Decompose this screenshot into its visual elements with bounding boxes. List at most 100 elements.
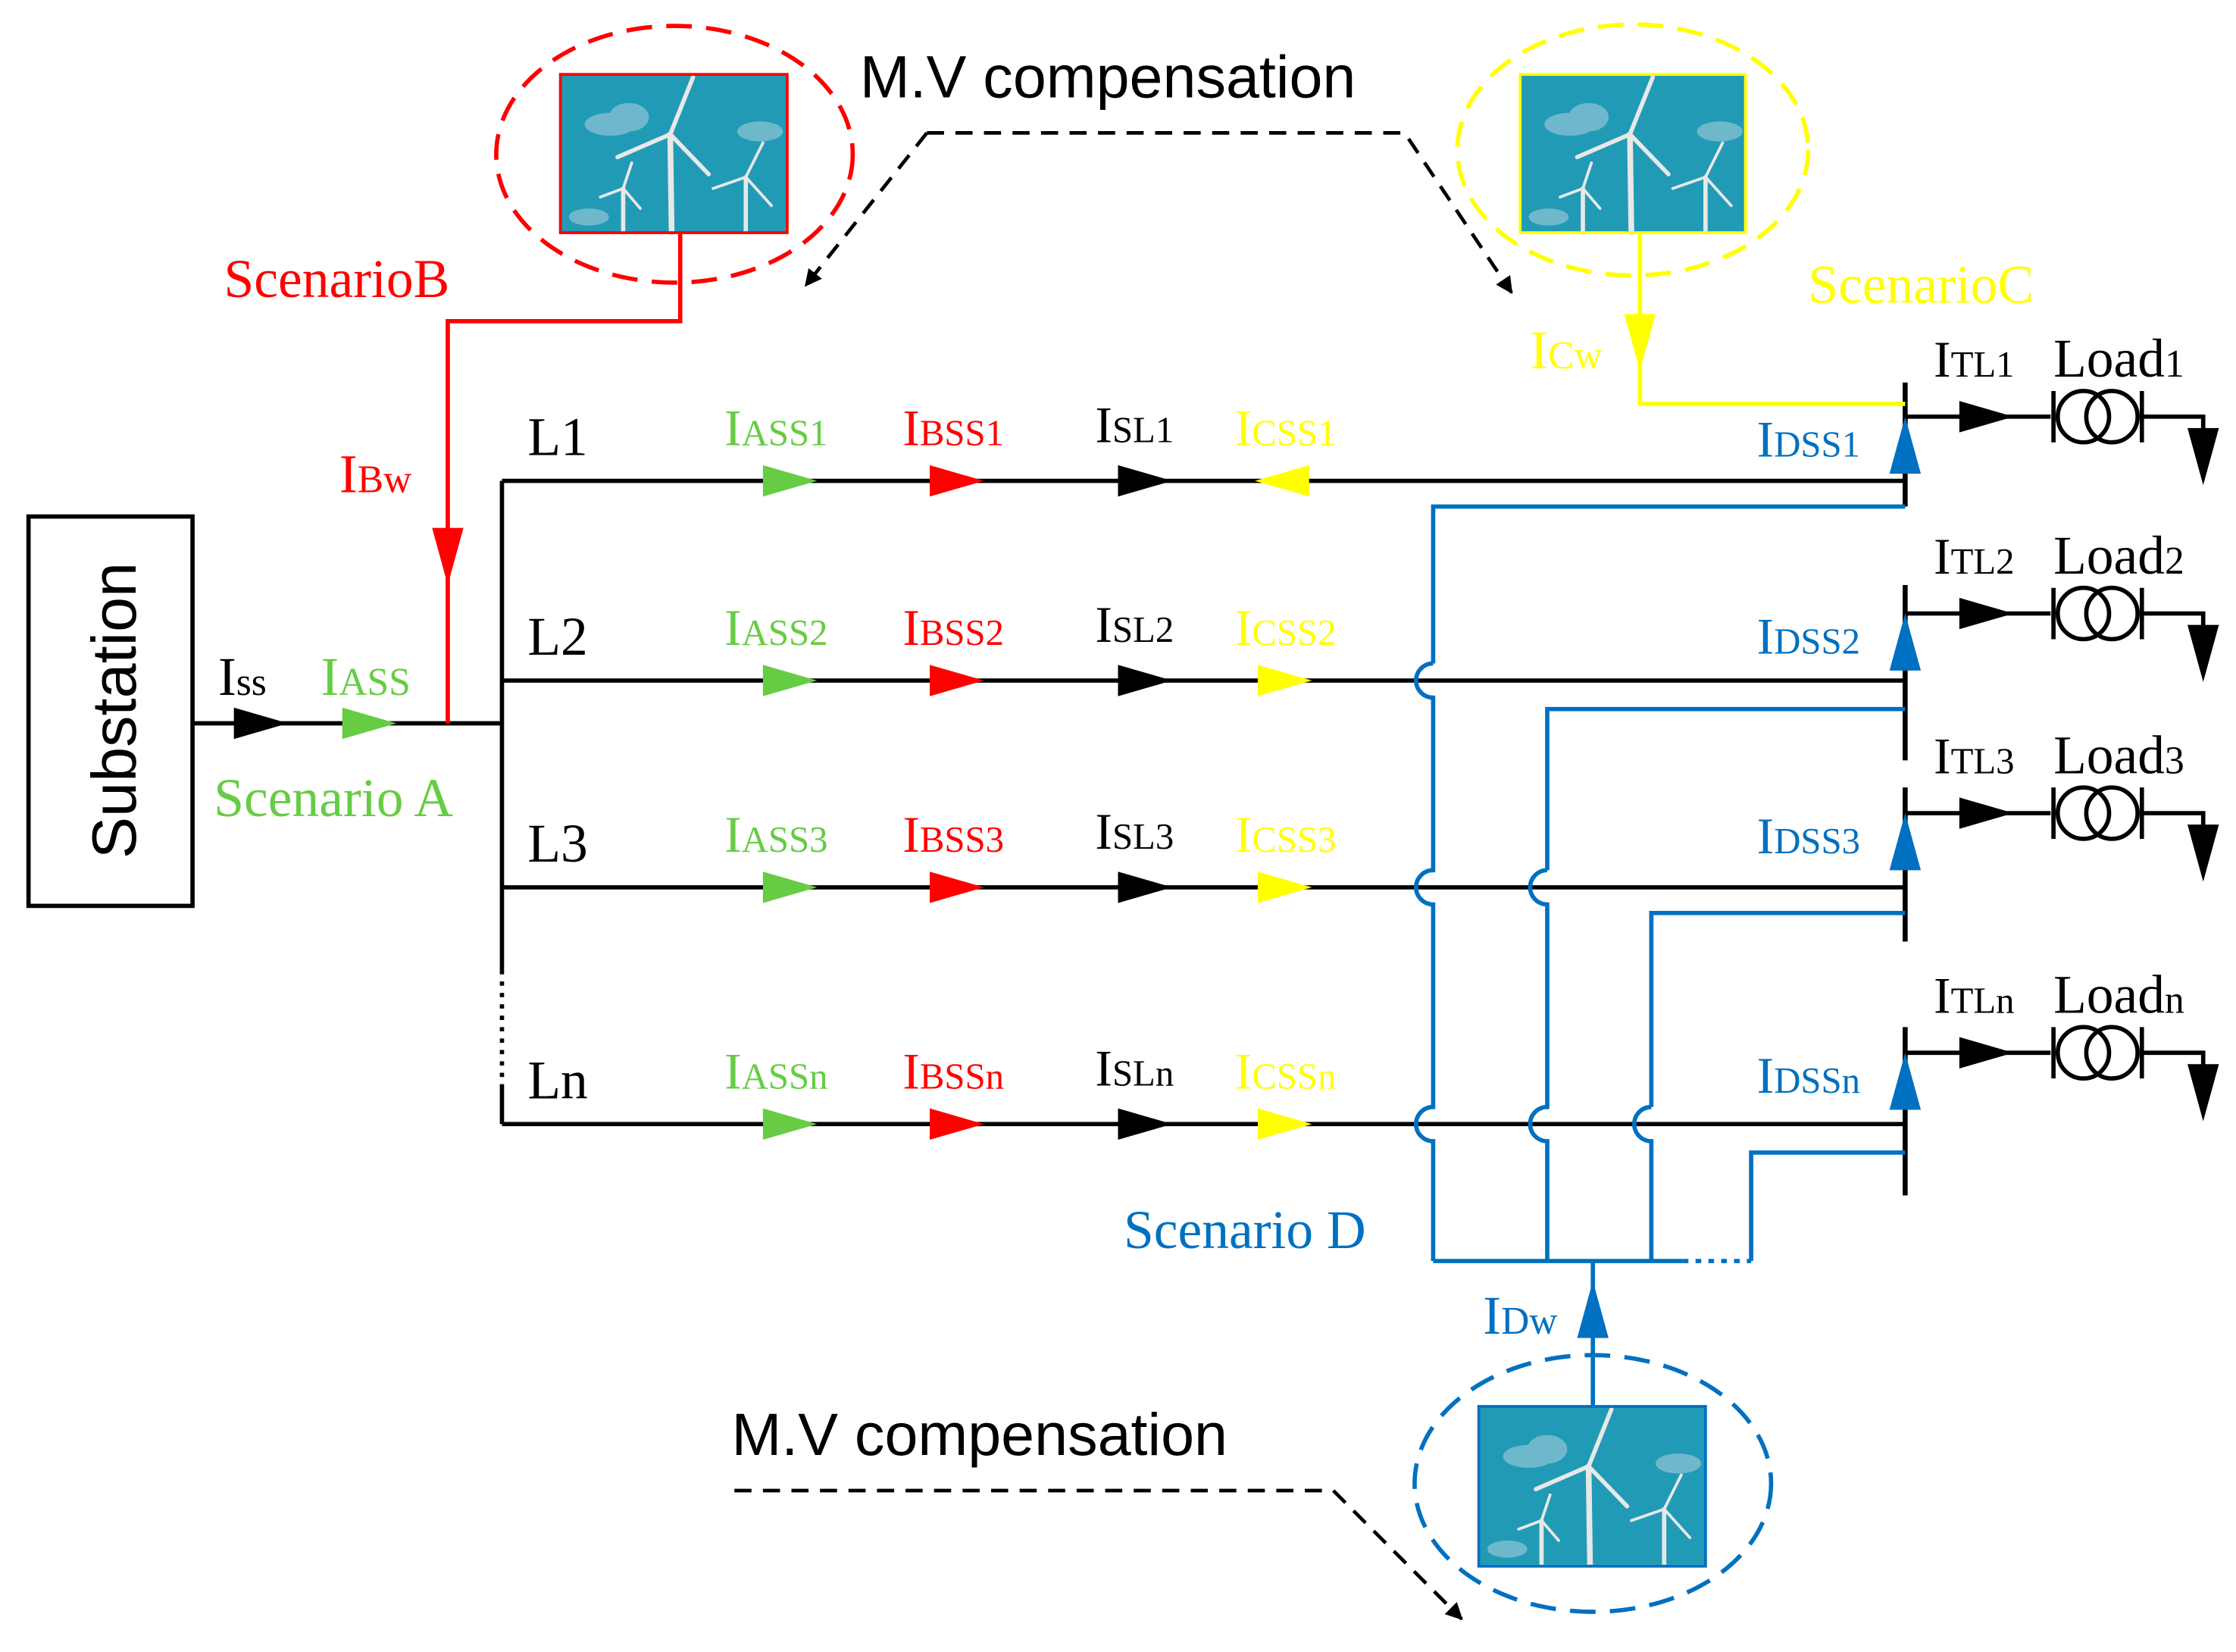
- scenario-d-label: Scenario D: [1124, 1200, 1366, 1260]
- icss-line-arrow-icon: [1255, 465, 1309, 497]
- load-label: Loadn: [2053, 965, 2184, 1025]
- transformer-icon: [2084, 1025, 2140, 1081]
- load-arrow-icon: [2188, 624, 2219, 682]
- mv-compensation-top-label: M.V compensation: [860, 42, 1356, 110]
- isl-line-arrow-icon: [1118, 465, 1173, 497]
- isl-line-arrow-icon: [1118, 871, 1173, 903]
- isl-line-label: ISLn: [1095, 1040, 1174, 1097]
- iass-line-arrow-icon: [762, 871, 818, 903]
- idss-label: IDSS1: [1757, 411, 1860, 468]
- iss-arrow-icon: [233, 707, 289, 740]
- icss-line-arrow-icon: [1257, 871, 1312, 903]
- mv-pointer-b: [804, 131, 929, 287]
- isl-line-label: ISL3: [1095, 803, 1174, 860]
- transformer-icon: [2055, 585, 2112, 642]
- isl-line-label: ISL1: [1095, 397, 1174, 454]
- idss-label: IDSSn: [1757, 1047, 1860, 1104]
- isl-line-label: ISL2: [1095, 596, 1174, 653]
- scenario-a-label: Scenario A: [214, 768, 453, 828]
- scenario-d-vertical-3: [1631, 1104, 1654, 1262]
- substation-label: Substation: [79, 562, 149, 859]
- idw-arrow-icon: [1577, 1281, 1609, 1338]
- isl-line-arrow-icon: [1118, 665, 1173, 696]
- ibss-line-label: IBSSn: [902, 1043, 1004, 1100]
- wind-turbine-b-icon: [561, 74, 787, 233]
- idss-arrow-icon: [1889, 1053, 1922, 1110]
- itl-arrow-icon: [1959, 1037, 2014, 1068]
- icss-line-arrow-icon: [1257, 665, 1312, 696]
- iass-line-arrow-icon: [762, 465, 818, 497]
- transformer-icon: [2055, 389, 2112, 445]
- ibss-line-arrow-icon: [930, 465, 984, 497]
- scenario-c-ellipse: [1455, 22, 1811, 278]
- load-arrow-icon: [2188, 1064, 2219, 1122]
- wind-turbine-c-icon: [1520, 74, 1747, 233]
- itl-arrow-icon: [1959, 797, 2014, 829]
- ibss-line-arrow-icon: [930, 665, 984, 696]
- scenario-b-line: [446, 233, 683, 724]
- icss-line-arrow-icon: [1257, 1108, 1312, 1140]
- scenario-d-feed-3: [1649, 910, 1906, 1107]
- isl-line-arrow-icon: [1118, 1108, 1173, 1140]
- iass-line-label: IASS1: [724, 400, 827, 457]
- idss-arrow-icon: [1889, 813, 1922, 871]
- ibw-arrow-icon: [432, 527, 464, 585]
- line-name-label: Ln: [527, 1050, 587, 1110]
- transformer-icon: [2084, 585, 2140, 642]
- scenario-d-ellipse: [1412, 1353, 1774, 1614]
- idw-label: IDw: [1483, 1286, 1557, 1346]
- scenario-d-feed-n: [1749, 1150, 1906, 1262]
- ibss-line-label: IBSS1: [902, 400, 1004, 457]
- idss-label: IDSS3: [1757, 808, 1860, 865]
- load-label: Load2: [2053, 526, 2184, 586]
- wind-turbine-d-icon: [1479, 1406, 1706, 1565]
- substation-box: [26, 514, 195, 909]
- load-arrow-icon: [2188, 427, 2219, 486]
- iass-arrow-icon: [342, 707, 397, 740]
- mv-dashed-bottom: [734, 1488, 1463, 1621]
- icss-line-label: ICSS1: [1235, 400, 1337, 457]
- scenario-d-feed-1: [1431, 504, 1906, 664]
- ibss-line-label: IBSS2: [902, 599, 1004, 656]
- iass-line-label: IASS2: [724, 599, 827, 656]
- iass-line-arrow-icon: [762, 1108, 818, 1140]
- scenario-d-vertical-1: [1414, 661, 1436, 1262]
- idss-label: IDSS2: [1757, 608, 1860, 665]
- icw-arrow-icon: [1624, 314, 1656, 371]
- idss-arrow-icon: [1889, 416, 1922, 474]
- itl-label: ITLn: [1934, 968, 2015, 1025]
- transformer-icon: [2084, 389, 2140, 445]
- itl-arrow-icon: [1959, 401, 2014, 433]
- itl-arrow-icon: [1959, 597, 2014, 630]
- scenario-b-label: ScenarioB: [224, 249, 449, 309]
- itl-label: ITL2: [1934, 528, 2015, 585]
- idss-arrow-icon: [1889, 613, 1922, 671]
- line-name-label: L3: [527, 814, 587, 874]
- scenario-b-ellipse: [494, 23, 855, 285]
- load-label: Load1: [2053, 329, 2184, 389]
- transformer-icon: [2084, 785, 2140, 841]
- mv-compensation-bottom-label: M.V compensation: [731, 1400, 1227, 1468]
- iass-line-arrow-icon: [762, 665, 818, 696]
- line-name-label: L1: [527, 408, 587, 468]
- scenario-d-vertical-2: [1528, 868, 1550, 1262]
- itl-label: ITL1: [1934, 331, 2015, 388]
- iss-label: Iss: [218, 647, 267, 707]
- icss-line-label: ICSSn: [1235, 1043, 1337, 1100]
- transformer-icon: [2055, 785, 2112, 841]
- scenario-c-label: ScenarioC: [1808, 255, 2034, 314]
- iass-label: IASS: [321, 647, 410, 707]
- icw-label: ICw: [1530, 321, 1602, 380]
- icss-line-label: ICSS2: [1235, 599, 1337, 656]
- load-label: Load3: [2053, 725, 2184, 785]
- line-name-label: L2: [527, 607, 587, 667]
- mv-dashed-top: [927, 130, 1513, 295]
- ibss-line-arrow-icon: [930, 871, 984, 903]
- ibss-line-arrow-icon: [930, 1108, 984, 1140]
- icss-line-label: ICSS3: [1235, 806, 1337, 863]
- ibw-label: IBw: [339, 445, 411, 505]
- scenario-d-feed-2: [1545, 706, 1906, 871]
- iass-line-label: IASS3: [724, 806, 827, 863]
- scenario-c-line: [1637, 160, 1906, 406]
